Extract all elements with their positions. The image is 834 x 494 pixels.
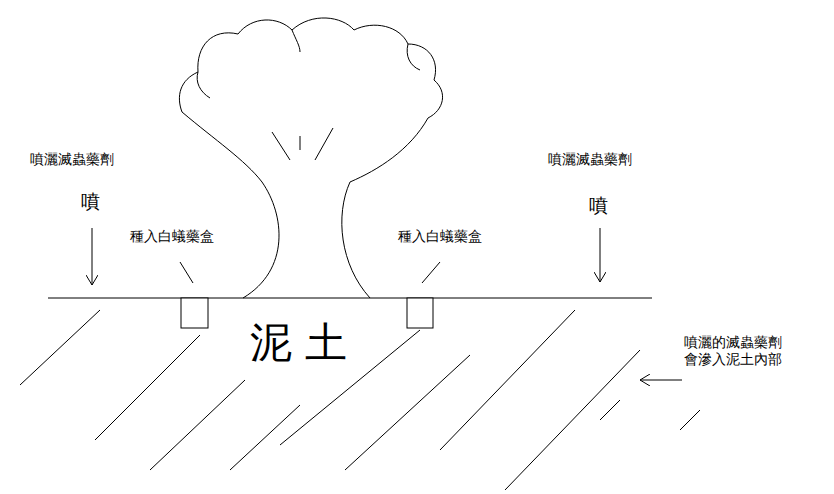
spray-note: 噴灑滅蟲藥劑 <box>30 151 114 168</box>
hatch-stroke <box>680 410 700 430</box>
seep-note: 噴灑的滅蟲藥劑 會滲入泥土內部 <box>684 334 788 368</box>
bait-box-label: 種入白蟻藥盒 <box>130 228 214 245</box>
hatch-stroke <box>505 350 640 490</box>
hatch-stroke <box>345 355 470 470</box>
hatch-stroke <box>95 335 200 440</box>
hatch-stroke <box>600 400 620 420</box>
hatch-stroke <box>150 380 245 470</box>
spray-arrow <box>600 228 601 282</box>
soil-hatching <box>20 310 700 490</box>
soil-label: 泥 土 <box>246 318 351 368</box>
spray-arrow <box>92 228 93 285</box>
tree-outline <box>179 18 442 298</box>
leader-line <box>180 262 193 283</box>
leader-line <box>422 262 440 283</box>
hatch-stroke <box>20 310 100 385</box>
spray-note: 噴灑滅蟲藥劑 <box>548 151 632 168</box>
ground-line <box>48 298 652 299</box>
spray-word: 噴 <box>81 190 100 213</box>
bait-box <box>181 298 208 328</box>
seep-arrow <box>640 380 682 381</box>
spray-word: 噴 <box>589 194 608 217</box>
hatch-stroke <box>440 310 575 450</box>
bait-box <box>407 298 433 328</box>
bait-box-label: 種入白蟻藥盒 <box>398 228 482 245</box>
tree-branches <box>197 30 420 160</box>
